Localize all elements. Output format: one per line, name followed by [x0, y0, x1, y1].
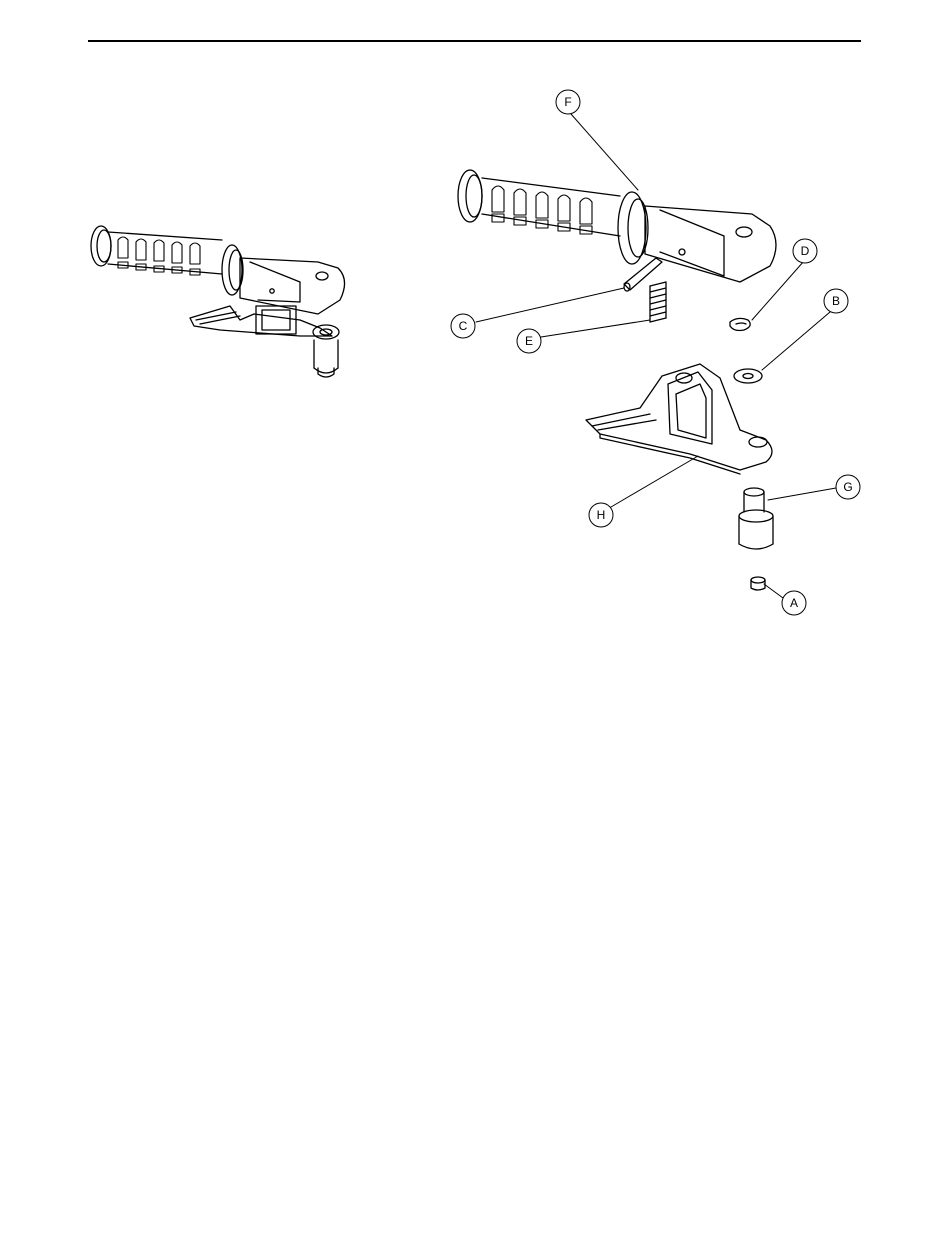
callouts: F D B C E G H: [451, 90, 860, 615]
callout-c: C: [451, 314, 475, 338]
assembled-handle-view: [91, 226, 345, 377]
callout-f: F: [556, 90, 580, 114]
washer-part: [734, 369, 762, 383]
svg-text:D: D: [801, 244, 810, 258]
cap-part: [751, 577, 765, 590]
svg-text:G: G: [843, 480, 852, 494]
callout-g: G: [836, 475, 860, 499]
leader-lines: [476, 114, 836, 598]
callout-h: H: [589, 503, 613, 527]
base-bracket-part: [586, 364, 772, 474]
svg-text:A: A: [790, 596, 798, 610]
clip-part: [730, 318, 750, 330]
svg-text:F: F: [564, 95, 571, 109]
callout-d: D: [793, 239, 817, 263]
svg-text:E: E: [525, 334, 533, 348]
callout-a: A: [782, 591, 806, 615]
spring-part: [650, 282, 666, 322]
callout-e: E: [517, 329, 541, 353]
pivot-post-part: [739, 488, 773, 549]
grip-slots-small: [118, 237, 200, 275]
svg-text:H: H: [597, 508, 606, 522]
svg-text:C: C: [459, 319, 468, 333]
grip-slots-large: [492, 186, 592, 234]
callout-b: B: [824, 289, 848, 313]
svg-text:B: B: [832, 294, 840, 308]
handle-grip-part: [458, 170, 776, 282]
